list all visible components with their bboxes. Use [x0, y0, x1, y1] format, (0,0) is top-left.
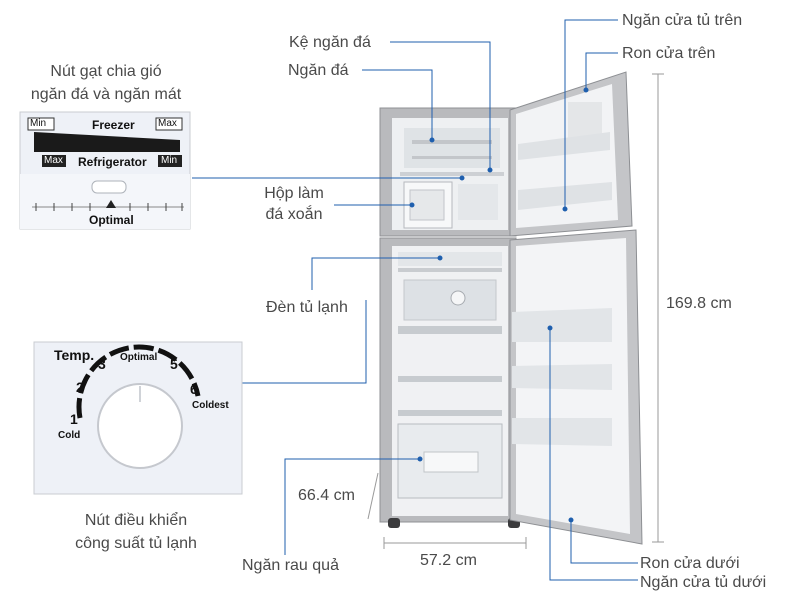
temperature-dial-panel	[33, 341, 243, 495]
dial-number-3: 3	[98, 356, 106, 372]
label-ngan-da: Ngăn đá	[288, 62, 349, 79]
label-nut-dieu-khien-line2: công suất tủ lạnh	[75, 535, 197, 552]
label-hop-lam-line2: đá xoắn	[265, 206, 323, 223]
dial-temp-label: Temp.	[54, 347, 95, 363]
label-ngan-rau-qua: Ngăn rau quả	[242, 557, 339, 574]
dial-coldest-label: Coldest	[192, 400, 229, 411]
slider-handle[interactable]	[95, 184, 123, 190]
dimension-height: 169.8 cm	[666, 295, 732, 312]
label-hop-lam-line1: Hộp làm	[264, 185, 324, 202]
dimension-lines	[367, 73, 664, 549]
slider-max-top: Max	[158, 118, 177, 129]
dimension-depth: 66.4 cm	[298, 487, 355, 504]
slider-max-bottom: Max	[44, 155, 63, 166]
leader-lines	[192, 19, 638, 581]
slider-min-top: Min	[30, 118, 47, 129]
label-nut-gat-line1: Nút gạt chia gió	[50, 63, 162, 80]
dial-number-5: 5	[170, 356, 178, 372]
label-ke-ngan-da: Kệ ngăn đá	[289, 34, 371, 51]
fridge-body	[379, 71, 643, 545]
temperature-knob[interactable]	[98, 384, 182, 468]
label-den-tu-lanh: Đèn tủ lạnh	[266, 299, 348, 316]
slider-min-bottom: Min	[161, 155, 178, 166]
dial-optimal-label: Optimal	[120, 352, 158, 363]
label-hop-lam-da-xoan: Hộp làm đá xoắn	[256, 184, 332, 224]
slider-freezer-label: Freezer	[92, 118, 135, 132]
dimension-width: 57.2 cm	[420, 552, 477, 569]
slider-refrigerator-label: Refrigerator	[78, 155, 147, 169]
dial-number-6: 6	[190, 381, 198, 397]
label-nut-gat-line2: ngăn đá và ngăn mát	[30, 86, 182, 103]
label-ngan-cua-tu-duoi: Ngăn cửa tủ dưới	[640, 574, 767, 591]
dial-number-2: 2	[76, 379, 84, 395]
label-nut-dieu-khien-line1: Nút điều khiển	[84, 512, 188, 529]
label-nut-dieu-khien: Nút điều khiển công suất tủ lạnh	[56, 511, 216, 553]
label-ron-cua-duoi: Ron cửa dưới	[640, 555, 740, 572]
slider-optimal-label: Optimal	[89, 213, 134, 227]
label-ron-cua-tren: Ron cửa trên	[622, 45, 716, 62]
airflow-slider-panel	[19, 111, 191, 230]
label-ngan-cua-tu-tren: Ngăn cửa tủ trên	[622, 12, 743, 29]
dial-number-1: 1	[70, 411, 78, 427]
dial-cold-label: Cold	[58, 430, 81, 441]
label-nut-gat: Nút gạt chia gió ngăn đá và ngăn mát	[20, 62, 192, 104]
